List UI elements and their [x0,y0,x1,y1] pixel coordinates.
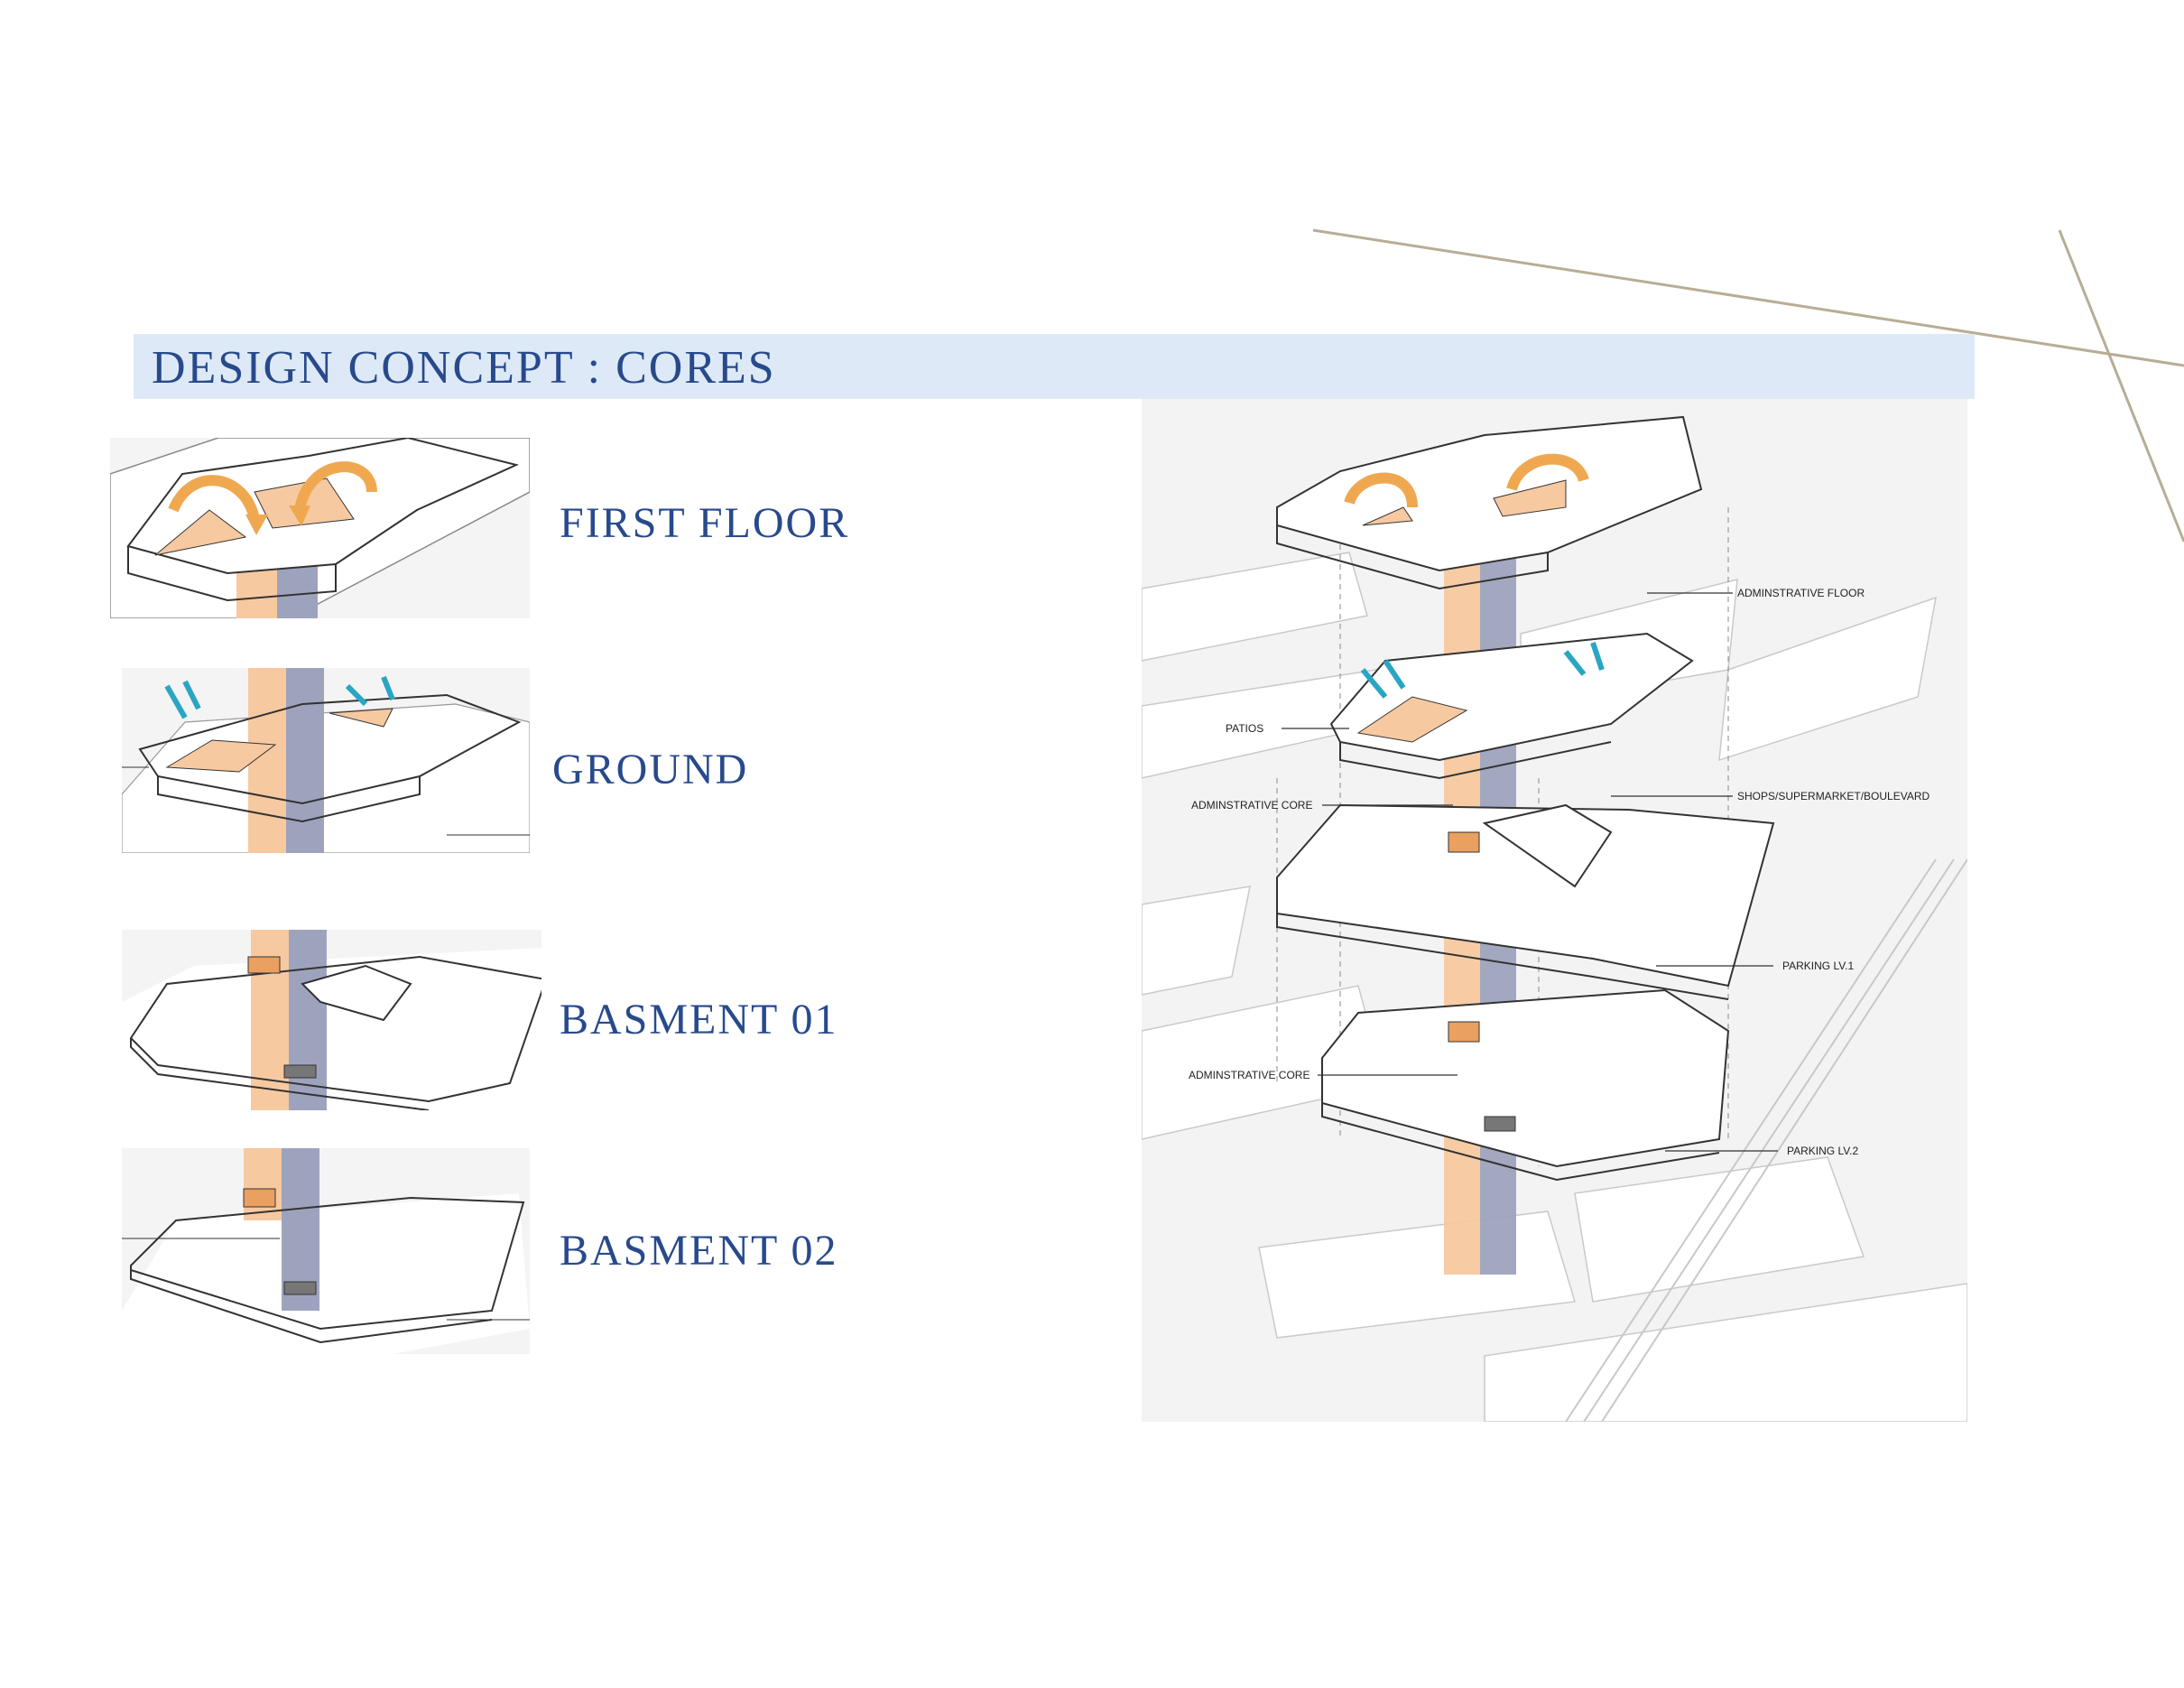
first-floor-diagram [110,438,530,618]
annotation-admin-core-1: ADMINSTRATIVE CORE [1191,799,1312,812]
label-ground: GROUND [552,746,749,793]
label-basement-01: BASMENT 01 [560,996,838,1043]
label-first-floor: FIRST FLOOR [560,499,850,547]
basement-01-diagram [122,930,541,1110]
title-bar: DESIGN CONCEPT : CORES [134,334,1975,399]
ground-diagram [122,668,530,853]
page-title: DESIGN CONCEPT : CORES [152,342,776,394]
annotation-admin-core-2: ADMINSTRATIVE CORE [1189,1069,1309,1081]
annotation-parking-2: PARKING LV.2 [1787,1145,1858,1157]
annotation-parking-1: PARKING LV.1 [1782,960,1854,972]
annotation-admin-floor: ADMINSTRATIVE FLOOR [1737,587,1865,599]
label-basement-02: BASMENT 02 [560,1227,838,1275]
main-axonometric-diagram: ADMINSTRATIVE FLOOR PATIOS ADMINSTRATIVE… [1142,399,1967,1422]
annotation-patios: PATIOS [1226,722,1263,735]
basement-02-diagram [122,1148,530,1354]
annotation-shops: SHOPS/SUPERMARKET/BOULEVARD [1737,790,1930,802]
